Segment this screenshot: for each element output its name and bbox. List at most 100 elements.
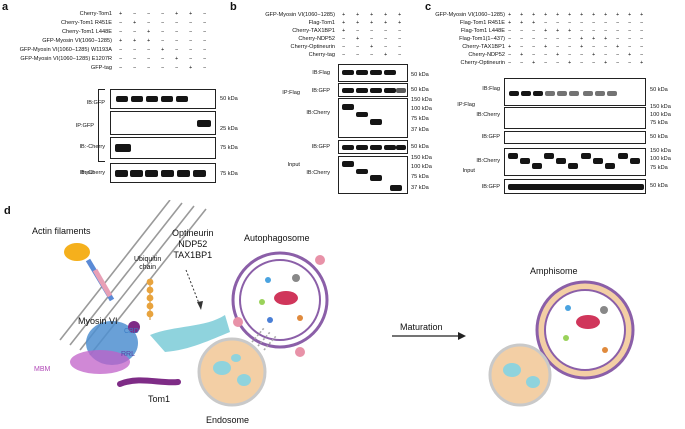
condition-label: GFP-tag [90, 65, 112, 71]
input-label-c: Input [462, 168, 475, 174]
condition-mark: + [532, 12, 536, 18]
band [356, 88, 368, 93]
label-tom1: Tom1 [148, 394, 171, 404]
condition-mark: − [532, 36, 536, 42]
band [342, 104, 354, 110]
label-maturation: Maturation [400, 322, 443, 332]
maturation-arrowhead [458, 332, 466, 340]
condition-mark: − [628, 44, 632, 50]
condition-mark: − [508, 28, 512, 34]
condition-mark: + [604, 60, 608, 66]
band [605, 163, 615, 169]
condition-mark: − [532, 28, 536, 34]
condition-mark: − [175, 65, 179, 71]
band [508, 184, 644, 190]
condition-mark: + [508, 12, 512, 18]
condition-mark: − [147, 47, 151, 53]
condition-mark: + [544, 44, 548, 50]
ib-cherry-label-c: IB:Cherry [476, 112, 500, 118]
condition-mark: − [189, 29, 193, 35]
panel-letter-a: a [2, 1, 9, 13]
condition-label: Cherry-NDP52 [468, 52, 505, 58]
panel-letter-c: c [425, 1, 432, 13]
condition-mark: − [508, 60, 512, 66]
kda-b-50-input: 50 kDa [411, 144, 429, 150]
band [342, 88, 354, 93]
condition-mark: + [342, 12, 346, 18]
band [356, 169, 368, 174]
condition-mark: + [342, 28, 346, 34]
condition-mark: + [568, 28, 572, 34]
label-ndp52: NDP52 [178, 239, 208, 249]
condition-mark: + [616, 12, 620, 18]
label-ubiquitin: Ubiquitin [134, 256, 162, 263]
condition-mark: + [592, 12, 596, 18]
condition-mark: − [161, 11, 165, 17]
condition-label: GFP-Myosin VI(1060−1285) [42, 38, 112, 44]
label-chain: chain [139, 264, 156, 271]
panel-letter-d: d [4, 205, 11, 217]
blot-c-input-cherry [504, 148, 646, 176]
condition-mark: − [189, 38, 193, 44]
band [533, 91, 543, 96]
kda-b-100: 100 kDa [411, 106, 432, 112]
band [595, 91, 605, 96]
condition-mark: − [147, 20, 151, 26]
condition-mark: + [508, 44, 512, 50]
ib-flag-label-b: IB:Flag [312, 70, 330, 76]
kda-a-75-input: 75 kDa [220, 171, 238, 177]
condition-mark: − [628, 36, 632, 42]
kda-a-50: 50 kDa [220, 96, 238, 102]
condition-mark: − [604, 44, 608, 50]
condition-mark: − [556, 44, 560, 50]
band [396, 145, 406, 150]
band [176, 96, 188, 102]
band [384, 145, 396, 150]
condition-mark: − [628, 60, 632, 66]
condition-mark: − [370, 36, 374, 42]
condition-mark: − [203, 38, 207, 44]
ip-flag-label-b: IP:Flag [282, 90, 300, 96]
label-cbd: CBD [124, 328, 139, 335]
endosome [197, 337, 267, 407]
condition-mark: − [133, 47, 137, 53]
kda-b-50-a: 50 kDa [411, 72, 429, 78]
condition-mark: + [592, 52, 596, 58]
condition-mark: − [398, 28, 402, 34]
condition-mark: − [556, 36, 560, 42]
band [390, 185, 402, 191]
condition-mark: − [203, 56, 207, 62]
band [568, 163, 578, 169]
condition-mark: + [580, 12, 584, 18]
condition-mark: − [370, 28, 374, 34]
condition-mark: − [520, 28, 524, 34]
autophagosome [231, 251, 329, 349]
condition-label: GFP-Myosin VI(1060−1285) [435, 12, 505, 18]
kda-b-75: 75 kDa [411, 116, 429, 122]
myosin-motor-head [64, 243, 90, 261]
blot-b-ip-cherry [338, 98, 408, 138]
ib-gfp-input-label-c: IB:GFP [481, 184, 500, 190]
condition-label: Cherry-Tom1 L448E [61, 29, 112, 35]
condition-mark: − [203, 20, 207, 26]
condition-mark: + [370, 20, 374, 26]
kda-b-150-input: 150 kDa [411, 155, 432, 161]
label-myosin-vi: Myosin VI [78, 316, 118, 326]
condition-mark: − [119, 47, 123, 53]
band [370, 145, 382, 150]
condition-mark: − [544, 52, 548, 58]
blot-b-input-cherry [338, 156, 408, 194]
condition-mark: − [189, 20, 193, 26]
condition-mark: − [119, 29, 123, 35]
condition-mark: + [133, 38, 137, 44]
condition-mark: − [640, 20, 644, 26]
kda-b-37-input: 37 kDa [411, 185, 429, 191]
kda-c-50: 50 kDa [650, 87, 668, 93]
condition-mark: − [568, 20, 572, 26]
condition-mark: + [640, 12, 644, 18]
label-amphisome: Amphisome [530, 266, 578, 276]
band [370, 119, 382, 125]
condition-mark: − [189, 47, 193, 53]
ib-gfp-label: IB:GFP [86, 100, 105, 106]
condition-mark: + [580, 36, 584, 42]
